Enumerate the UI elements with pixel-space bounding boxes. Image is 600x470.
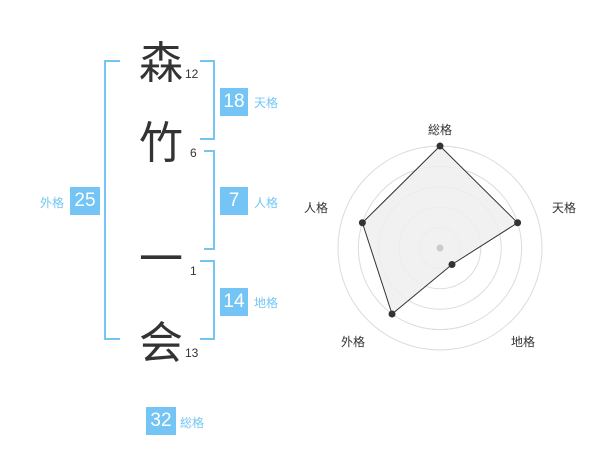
radar-axis-label-tenkaku: 天格	[552, 201, 577, 215]
radar-axis-label-gaikaku: 外格	[341, 335, 366, 349]
stroke-count-2: 6	[190, 146, 197, 160]
gaikaku-value: 25	[70, 187, 100, 215]
gaikaku-bracket	[104, 60, 120, 340]
radar-point-4	[388, 310, 396, 318]
name-char-3: 一	[139, 234, 183, 285]
radar-axis-label-soukaku: 総格	[428, 123, 453, 137]
chikaku-label: 地格	[254, 296, 279, 310]
tenkaku-bracket	[200, 60, 215, 140]
radar-point-1	[436, 142, 444, 150]
radar-center-dot	[436, 244, 444, 252]
radar-point-3	[448, 261, 456, 269]
stroke-count-1: 12	[185, 67, 199, 81]
radar-series-polygon	[361, 145, 519, 315]
soukaku-value: 32	[146, 407, 176, 435]
stroke-count-3: 1	[190, 264, 197, 278]
tenkaku-value: 18	[220, 88, 248, 116]
radar-point-5	[358, 219, 366, 227]
radar-axis-label-chikaku: 地格	[511, 335, 536, 349]
stroke-count-4: 13	[185, 346, 199, 360]
radar-point-2	[514, 219, 522, 227]
tenkaku-label: 天格	[254, 96, 279, 110]
jinkaku-label: 人格	[254, 196, 279, 210]
name-char-1: 森	[139, 38, 183, 89]
name-char-2: 竹	[139, 118, 183, 169]
jinkaku-value: 7	[220, 187, 248, 215]
gaikaku-label: 外格	[40, 196, 65, 210]
chikaku-bracket	[200, 260, 215, 340]
radar-axis-label-jinkaku: 人格	[304, 201, 329, 215]
jinkaku-bracket	[204, 150, 215, 250]
name-char-4: 会	[139, 318, 183, 369]
soukaku-label: 総格	[180, 416, 205, 430]
chikaku-value: 14	[220, 288, 248, 316]
